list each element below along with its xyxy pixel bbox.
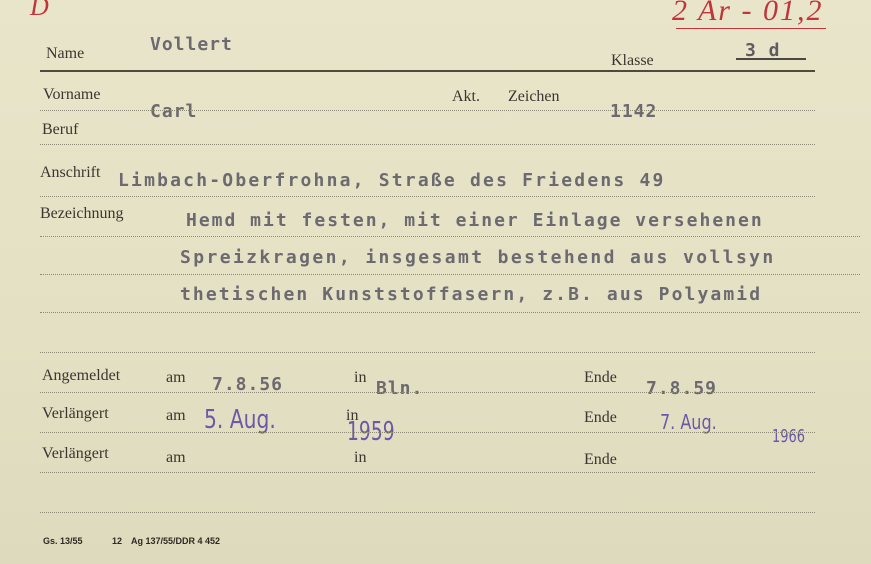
angemeldet-am-label: am [166,369,186,386]
vorname-value: Carl [150,101,198,122]
klasse-strike [736,58,806,60]
rule-bezeichnung-1 [40,236,860,237]
file-number-underline [676,28,826,29]
angemeldet-ende-label: Ende [584,369,617,386]
bezeichnung-line-3: thetischen Kunststoffasern, z.B. aus Pol… [180,284,763,305]
rule-angemeldet [40,392,815,393]
corner-mark: D [30,0,49,21]
vorname-label: Vorname [43,86,101,103]
angemeldet-in-label: in [354,369,367,386]
verlaengert-2-label: Verlängert [42,445,109,462]
name-value: Vollert [150,34,233,55]
verlaengert-1-in-label: in [346,407,359,424]
bezeichnung-label: Bezeichnung [40,205,124,222]
verlaengert-1-am-label: am [166,407,186,424]
bezeichnung-line-2: Spreizkragen, insgesamt bestehend aus vo… [180,247,776,268]
footer-code-2: 12 [112,536,123,546]
anschrift-label: Anschrift [40,164,101,181]
zeichen-value: 1142 [610,101,658,122]
verlaengert-1-ende-label: Ende [584,409,617,426]
name-label: Name [46,45,85,62]
rule-bezeichnung-3 [40,312,860,313]
rule-bottom [40,512,815,513]
verlaengert-1-ende-year: 1966 [772,426,805,447]
beruf-label: Beruf [42,121,79,138]
verlaengert-1-stamp-day: 5. Aug. [204,405,276,435]
angemeldet-ende-date: 7.8.59 [646,378,718,399]
footer-code-1: Gs. 13/55 [43,536,83,546]
rule-bezeichnung-2 [40,274,860,275]
rule-beruf [40,144,815,145]
rule-verlaengert-1 [40,432,815,433]
rule-verlaengert-2 [40,472,815,473]
rule-vorname [40,110,815,111]
zeichen-label: Zeichen [508,88,560,105]
top-rule [40,70,815,72]
verlaengert-2-in-label: in [354,449,367,466]
footer-code-3: Ag 137/55/DDR 4 452 [131,536,221,546]
verlaengert-1-label: Verlängert [42,405,109,422]
angemeldet-date: 7.8.56 [212,374,284,395]
angemeldet-place: Bln. [376,378,424,399]
verlaengert-1-ende-day: 7. Aug. [660,410,717,434]
akt-label: Akt. [452,88,480,105]
verlaengert-2-am-label: am [166,449,186,466]
klasse-value: 3 d [745,40,781,61]
rule-anschrift [40,196,815,197]
anschrift-value: Limbach-Oberfrohna, Straße des Friedens … [118,170,666,191]
angemeldet-label: Angemeldet [42,367,121,384]
bezeichnung-line-1: Hemd mit festen, mit einer Einlage verse… [186,210,764,231]
klasse-label: Klasse [611,52,654,69]
verlaengert-2-ende-label: Ende [584,451,617,468]
file-number: 2 Ar - 01,2 [672,0,824,27]
rule-blank [40,352,815,353]
